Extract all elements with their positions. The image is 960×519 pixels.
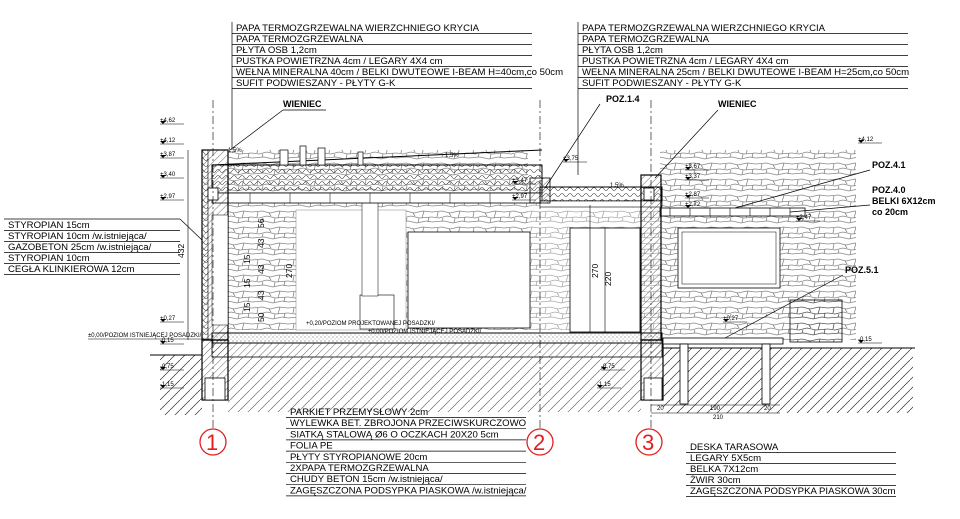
level-mid-8: -1,15 bbox=[597, 382, 611, 388]
level-left-1: +4,12 bbox=[160, 138, 176, 144]
floor-layer-7: ZAGĘSZCZONA PODSYPKA PIASKOWA /w.istniej… bbox=[290, 485, 527, 496]
dim-43c: 43 bbox=[256, 290, 266, 300]
wall-layer-1: STYROPIAN 10cm /w.istniejąca/ bbox=[8, 231, 147, 242]
roof-slope-2: 1,5% bbox=[445, 153, 459, 159]
dim-270-left: 270 bbox=[284, 264, 294, 278]
floor-layer-4: PŁYTY STYROPIANOWE 20cm bbox=[290, 452, 427, 463]
level-mid-1: +3,47 bbox=[512, 178, 528, 184]
terrace-layer-1: LEGARY 5X5cm bbox=[690, 453, 761, 464]
level-mid-3: +3,67 bbox=[685, 164, 701, 170]
window-left bbox=[407, 231, 531, 329]
roof-slope-1: 1,5% bbox=[228, 148, 242, 154]
terrace-deck bbox=[662, 337, 784, 345]
ground-right bbox=[663, 348, 913, 413]
poz41-tag: POZ.4.1 bbox=[872, 160, 906, 170]
floor-layer-0: PARKIET PRZEMYSŁOWY 2cm bbox=[290, 407, 428, 418]
roof-right-layer-3: PUSTKA POWIETRZNA 4cm / LEGARY 4X4 cm bbox=[582, 56, 789, 67]
terrace-layer-4: ZAGĘSZCZONA PODSYPKA PIASKOWA 30cm bbox=[690, 486, 895, 497]
level-left-0: +4,62 bbox=[160, 118, 176, 124]
level-left-4: +2,97 bbox=[160, 194, 176, 200]
roof-right-layer-1: PAPA TERMOZGRZEWALNA bbox=[582, 34, 710, 45]
roof-left-layer-5: SUFIT PODWIESZANY - PŁYTY G-K bbox=[236, 78, 396, 89]
window-right bbox=[677, 227, 781, 289]
level-mid-0: +3,75 bbox=[563, 156, 579, 162]
dim-43b: 43 bbox=[256, 264, 266, 274]
wall-layer-0: STYROPIAN 15cm bbox=[8, 220, 90, 231]
level-mid-6: +2,72 bbox=[685, 202, 701, 208]
level-left-5: +0,27 bbox=[160, 316, 176, 322]
dim-15a: 15 bbox=[242, 254, 252, 264]
ground-left bbox=[160, 355, 202, 415]
svg-text:3: 3 bbox=[642, 430, 654, 455]
roof-left-layer-2: PŁYTA OSB 1,2cm bbox=[236, 45, 317, 56]
poz14-tag: POZ.1.4 bbox=[606, 94, 640, 104]
dim-15c: 15 bbox=[242, 302, 252, 312]
axis-marker-3: 3 bbox=[635, 428, 663, 456]
roof-left-layer-3: PUSTKA POWIETRZNA 4cm / LEGARY 4X4 cm bbox=[236, 56, 443, 67]
dim-bottom-210: 210 bbox=[713, 415, 724, 421]
level-mid-5: +2,87 bbox=[685, 192, 701, 198]
dim-15b: 15 bbox=[242, 278, 252, 288]
floor-layer-6: CHUDY BETON 15cm /w.istniejąca/ bbox=[290, 474, 443, 485]
svg-text:1: 1 bbox=[206, 430, 218, 455]
level-right-3: -0,15 bbox=[858, 337, 872, 343]
roof-beams-right bbox=[659, 207, 806, 217]
floor-layer-3: FOLIA PE bbox=[290, 441, 333, 452]
dim-270-mid: 270 bbox=[590, 264, 600, 278]
dim-43a: 43 bbox=[256, 238, 266, 248]
axis-marker-1: 1 bbox=[199, 428, 227, 456]
roof-right-layer-0: PAPA TERMOZGRZEWALNA WIERZCHNIEGO KRYCIA bbox=[582, 23, 826, 34]
dim-bottom-20b: 20 bbox=[764, 406, 771, 412]
dim-bottom-190: 190 bbox=[710, 406, 721, 412]
level-left-2: +3,87 bbox=[160, 152, 176, 158]
poz40-tag: POZ.4.0 bbox=[872, 185, 906, 195]
level-zero-left: ±0,00/POZIOM ISTNIEJĄCEJ POSADZKI/ bbox=[88, 333, 202, 339]
dim-bottom-20a: 20 bbox=[657, 406, 664, 412]
level-mid-2: +2,97 bbox=[512, 194, 528, 200]
terrace-layer-0: DESKA TARASOWA bbox=[690, 442, 779, 453]
terrace-layer-2: BELKA 7X12cm bbox=[690, 464, 758, 475]
level-left-8: -1,15 bbox=[160, 382, 174, 388]
roof-right-layer-4: WEŁNA MINERALNA 25cm / BELKI DWUTEOWE I-… bbox=[582, 67, 909, 78]
floor-layer-1: WYLEWKA BET. ZBROJONA PRZECIWSKURCZOWO bbox=[290, 418, 526, 429]
roof-right-layer-2: PŁYTA OSB 1,2cm bbox=[582, 45, 663, 56]
wall-layer-2: GAZOBETON 25cm /w.istniejąca/ bbox=[8, 242, 152, 253]
level-right-0: +4,12 bbox=[858, 137, 874, 143]
level-mid-4: +3,37 bbox=[685, 174, 701, 180]
terrace-layer-3: ŻWIR 30cm bbox=[690, 475, 741, 486]
poz51-tag: POZ.5.1 bbox=[845, 265, 879, 275]
svg-text:2: 2 bbox=[533, 430, 545, 455]
dim-50: 50 bbox=[256, 312, 266, 322]
level-left-3: +3,40 bbox=[160, 172, 176, 178]
roof-left-layer-1: PAPA TERMOZGRZEWALNA bbox=[236, 34, 364, 45]
level-proj: +0,20/POZIOM PROJEKTOWANEJ POSADZKI/ bbox=[306, 321, 435, 327]
level-zero-mid: ±0,00/POZIOM ISTNIEJĄCEJ POSADZKI/ bbox=[368, 329, 482, 335]
poz40-tag-spacing: co 20cm bbox=[872, 207, 908, 217]
roof-slope-3: 1,5% bbox=[610, 183, 624, 189]
level-right-2: +0,27 bbox=[723, 316, 739, 322]
dim-56: 56 bbox=[256, 218, 266, 228]
level-mid-7: -0,75 bbox=[601, 364, 615, 370]
dim-432: 432 bbox=[176, 244, 186, 258]
wieniec-left-tag: WIENIEC bbox=[283, 99, 322, 109]
level-left-7: -0,75 bbox=[160, 364, 174, 370]
roof-right-layer-5: SUFIT PODWIESZANY - PŁYTY G-K bbox=[582, 78, 742, 89]
roof-left-layer-0: PAPA TERMOZGRZEWALNA WIERZCHNIEGO KRYCIA bbox=[236, 23, 480, 34]
wieniec-right-tag: WIENIEC bbox=[718, 99, 757, 109]
dim-220: 220 bbox=[603, 272, 613, 286]
roof-left-layer-4: WEŁNA MINERALNA 40cm / BELKI DWUTEOWE I-… bbox=[236, 67, 563, 78]
roof-slab bbox=[211, 164, 543, 194]
ground-under-floor bbox=[228, 357, 641, 412]
level-left-6: -0,15 bbox=[160, 338, 174, 344]
wall-layer-3: STYROPIAN 10cm bbox=[8, 253, 90, 264]
level-right-1: +2,47 bbox=[796, 215, 812, 221]
floor-layer-5: 2XPAPA TERMOZGRZEWALNA bbox=[290, 463, 429, 474]
wall-layer-4: CEGŁA KLINKIEROWA 12cm bbox=[8, 264, 135, 275]
floor-layer-2: SIATKĄ STALOWĄ Ø6 O OCZKACH 20X20 5cm bbox=[290, 429, 499, 440]
poz40-tag-belki: BELKI 6X12cm bbox=[872, 196, 936, 206]
axis-marker-2: 2 bbox=[526, 428, 554, 456]
